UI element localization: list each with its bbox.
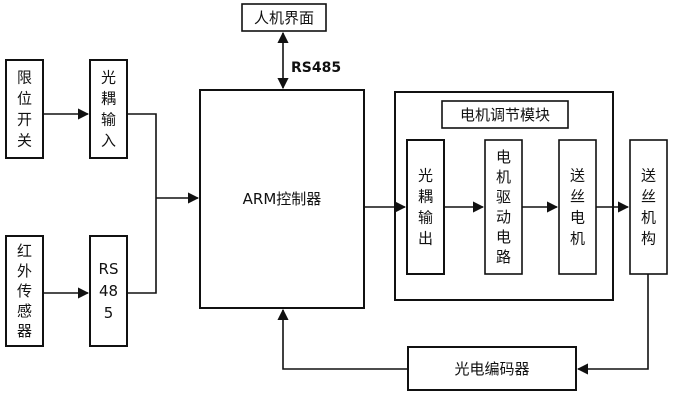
arm-controller-node: ARM控制器 [199, 89, 365, 309]
motor-drive-circuit-label-char: 动 [496, 208, 511, 226]
motor-drive-circuit-label-char: 电 [496, 228, 511, 246]
wire-feed-motor-label-char: 机 [570, 230, 585, 248]
optocoupler-output-label-char: 输 [418, 209, 433, 227]
wire-feed-motor-label-char: 电 [570, 209, 585, 227]
rs485-bus-label: RS485 [291, 60, 341, 76]
optocoupler-output-label-char: 光 [418, 167, 433, 185]
rs485-module-label-char: RS [99, 260, 119, 278]
arrow-encoder-to-arm [277, 308, 408, 370]
motor-drive-circuit-label-char: 驱 [496, 188, 511, 206]
photoelectric-encoder-node: 光电编码器 [407, 346, 577, 391]
optocoupler-input-label-char: 输 [101, 111, 116, 129]
optocoupler-input-label-char: 光 [101, 69, 116, 87]
wire-feed-motor-label-char: 送 [570, 167, 585, 185]
infrared-sensor-label-char: 外 [17, 262, 32, 280]
motor-drive-circuit-label-char: 电 [496, 148, 511, 166]
hmi-label: 人机界面 [254, 9, 314, 27]
infrared-sensor-label-char: 感 [17, 302, 32, 320]
wire-optin-to-merge [127, 113, 157, 198]
photoelectric-encoder-label: 光电编码器 [454, 360, 529, 378]
motor-drive-circuit-label-char: 机 [496, 168, 511, 186]
motor-drive-circuit-label-char: 路 [496, 248, 511, 266]
wire-feed-mechanism-label-char: 构 [641, 230, 656, 248]
limit-switch-label-char: 开 [17, 111, 32, 129]
arm-controller-label: ARM控制器 [243, 190, 322, 208]
infrared-sensor-label-char: 红 [17, 242, 32, 260]
rs485-module-node: RS 48 5 [89, 235, 128, 347]
limit-switch-label-char: 位 [17, 90, 32, 108]
rs485-module-label-char: 5 [104, 304, 114, 322]
rs485-module-label-char: 48 [99, 282, 118, 300]
optocoupler-input-label-char: 入 [101, 132, 116, 150]
limit-switch-label-char: 限 [17, 69, 32, 87]
wire-feed-motor-label-char: 丝 [570, 188, 585, 206]
motor-module-title: 电机调节模块 [460, 106, 550, 124]
arrow-mech-to-encoder [576, 274, 649, 375]
wire-feed-mechanism-label-char: 丝 [641, 188, 656, 206]
wire-feed-mechanism-label-char: 机 [641, 209, 656, 227]
optocoupler-input-label-char: 耦 [101, 90, 116, 108]
infrared-sensor-label-char: 传 [17, 282, 32, 300]
optocoupler-output-label-char: 出 [418, 230, 433, 248]
wire-rs485-to-merge [127, 198, 157, 294]
wire-feed-mechanism-label-char: 送 [641, 167, 656, 185]
limit-switch-label-char: 关 [17, 132, 32, 150]
infrared-sensor-label-char: 器 [17, 322, 32, 340]
hmi-node: 人机界面 [241, 3, 327, 32]
optocoupler-output-label-char: 耦 [418, 188, 433, 206]
